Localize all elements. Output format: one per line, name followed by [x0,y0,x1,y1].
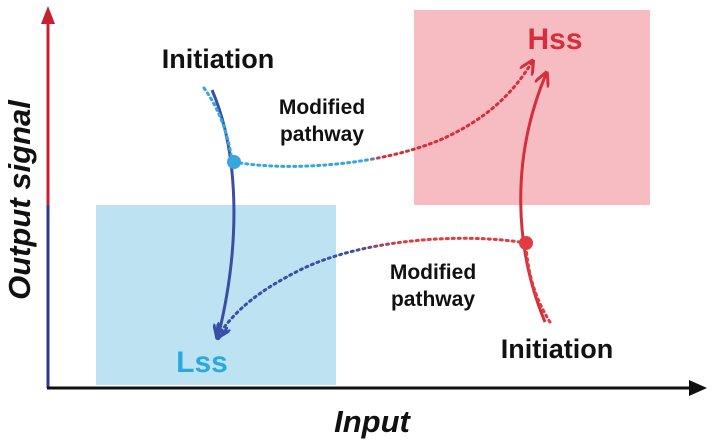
red-initiation-dotted-lead [524,244,552,324]
low-state-box [96,205,336,385]
modified-top-label-line2: pathway [280,123,364,146]
modified-bottom-label-line1: Modified [390,261,476,284]
y-axis-label: Output signal [2,99,37,300]
x-axis-label: Input [334,404,411,439]
bottom-branch-point [519,236,533,250]
initiation-top-label: Initiation [162,44,274,74]
modified-bottom-label-line2: pathway [391,288,475,311]
y-axis-arrowhead [41,6,55,24]
top-branch-point [227,155,241,169]
top-modified-pathway [232,62,532,168]
blue-initiation-dotted-lead [202,86,234,162]
high-state-box [414,10,650,205]
blue-initiation-path [210,89,236,337]
low-state-label: Lss [176,346,228,379]
initiation-bottom-label: Initiation [501,334,613,364]
modified-top-label-line1: Modified [279,96,365,119]
bottom-modified-pathway [218,236,528,336]
x-axis-arrowhead [689,380,707,396]
high-state-label: Hss [527,23,582,56]
